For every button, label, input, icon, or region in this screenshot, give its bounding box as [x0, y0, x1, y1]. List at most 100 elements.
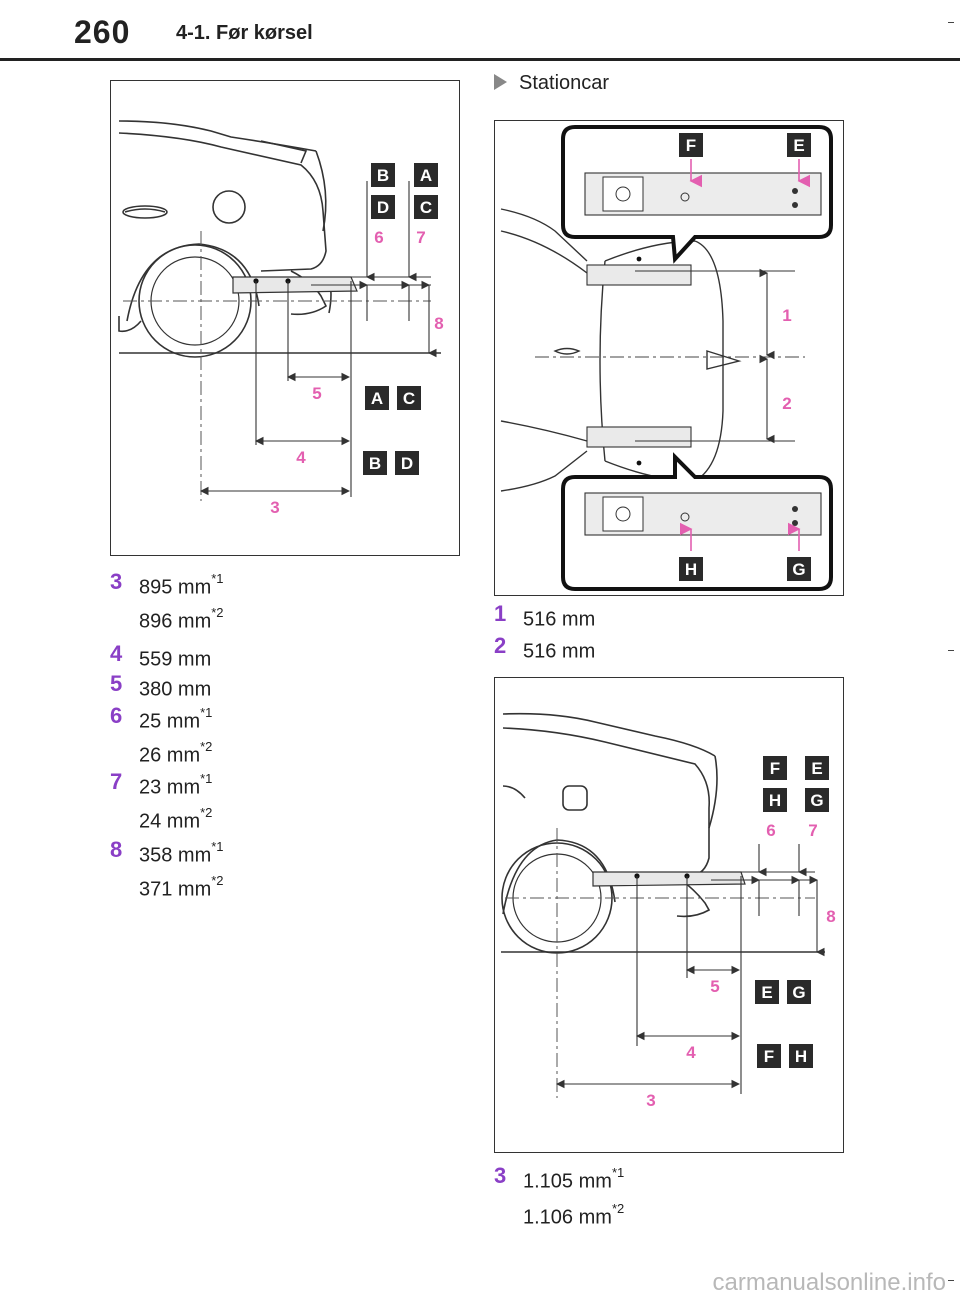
figure-hatchback-side: B A D C 6 7 8 5 4 3 A C B D	[110, 80, 460, 556]
svg-text:E: E	[761, 983, 772, 1002]
item-number: 4	[110, 641, 123, 666]
item-value: 23 mm*1	[139, 771, 213, 799]
item-value: 559 mm	[139, 648, 212, 671]
item-value: 516 mm	[523, 640, 596, 663]
label-box-d: D	[371, 195, 395, 219]
label-box-c: C	[414, 195, 438, 219]
dim-label-4: 4	[296, 448, 306, 467]
svg-text:A: A	[371, 389, 383, 408]
item-value: 25 mm*1	[139, 705, 213, 733]
dim-label-6: 6	[766, 821, 775, 840]
item-value: 371 mm*2	[139, 873, 224, 901]
dim-label-8: 8	[434, 314, 443, 333]
margin-mark	[948, 22, 954, 23]
svg-text:B: B	[377, 166, 389, 185]
dim-label-5: 5	[312, 384, 321, 403]
measurement-item: 6 25 mm*1	[110, 700, 410, 734]
label-box-h: H	[763, 788, 787, 812]
dim-label-7: 7	[416, 228, 425, 247]
label-box-h: H	[679, 557, 703, 581]
svg-text:A: A	[420, 166, 432, 185]
dim-label-6: 6	[374, 228, 383, 247]
watermark: carmanualsonline.info	[712, 1269, 946, 1296]
item-number: 7	[110, 769, 123, 794]
dim-label-3: 3	[270, 498, 279, 517]
section-title: 4-1. Før kørsel	[176, 22, 313, 44]
svg-text:F: F	[686, 136, 696, 155]
item-value: 896 mm*2	[139, 605, 224, 633]
callout-top	[561, 125, 833, 264]
item-value: 24 mm*2	[139, 805, 213, 833]
label-box-d: D	[395, 451, 419, 475]
label-box-e: E	[805, 756, 829, 780]
dim-label-8: 8	[826, 907, 835, 926]
item-value: 380 mm	[139, 678, 212, 701]
measurement-item: 1.106 mm*2	[494, 1196, 794, 1229]
label-box-a: A	[365, 386, 389, 410]
page-number: 260	[74, 14, 131, 50]
svg-text:H: H	[769, 791, 781, 810]
label-box-h: H	[789, 1044, 813, 1068]
svg-text:C: C	[420, 198, 432, 217]
svg-text:G: G	[792, 560, 805, 579]
figure-stationcar-top: F E H G 1 2	[494, 120, 844, 596]
item-value: 26 mm*2	[139, 739, 213, 767]
item-value: 358 mm*1	[139, 839, 224, 867]
header-rule	[0, 58, 960, 61]
triangle-bullet-icon	[494, 74, 507, 90]
svg-text:G: G	[810, 791, 823, 810]
item-number: 6	[110, 703, 123, 728]
subheading-text: Stationcar	[519, 72, 610, 94]
svg-text:F: F	[764, 1047, 774, 1066]
label-box-f: F	[763, 756, 787, 780]
label-box-b: B	[371, 163, 395, 187]
dim-label-7: 7	[808, 821, 817, 840]
margin-mark	[948, 650, 954, 651]
item-number: 3	[110, 569, 123, 594]
measurement-list-hatchback: 3 895 mm*1 896 mm*2 4 559 mm 5 380 mm 6 25 m…	[110, 566, 410, 901]
dim-label-2: 2	[782, 394, 791, 413]
dim-label-5: 5	[710, 977, 719, 996]
callout-bottom	[561, 452, 833, 591]
svg-text:D: D	[377, 198, 389, 217]
item-value: 1.105 mm*1	[523, 1165, 625, 1193]
measurement-item: 1 516 mm	[494, 598, 794, 631]
label-box-f: F	[757, 1044, 781, 1068]
item-value: 516 mm	[523, 608, 596, 631]
measurement-item: 4 559 mm	[110, 638, 410, 671]
measurement-item: 896 mm*2	[110, 600, 410, 638]
svg-text:G: G	[792, 983, 805, 1002]
measurement-item: 2 516 mm	[494, 630, 794, 663]
measurement-item: 24 mm*2	[110, 800, 410, 834]
item-number: 5	[110, 671, 123, 696]
dim-label-4: 4	[686, 1043, 696, 1062]
label-box-e: E	[755, 980, 779, 1004]
label-box-c: C	[397, 386, 421, 410]
label-box-g: G	[787, 980, 811, 1004]
margin-mark	[948, 1280, 954, 1281]
measurement-item: 3 895 mm*1	[110, 566, 410, 600]
svg-text:C: C	[403, 389, 415, 408]
svg-text:H: H	[795, 1047, 807, 1066]
dim-label-3: 3	[646, 1091, 655, 1110]
measurement-item: 7 23 mm*1	[110, 766, 410, 800]
label-box-b: B	[363, 451, 387, 475]
figure-stationcar-side: F E H G 6 7 8 5 4 3 E G F H	[494, 677, 844, 1153]
measurement-item: 371 mm*2	[110, 868, 410, 901]
label-box-f: F	[679, 133, 703, 157]
svg-text:D: D	[401, 454, 413, 473]
dim-label-1: 1	[782, 306, 791, 325]
measurement-item: 26 mm*2	[110, 734, 410, 767]
label-box-e: E	[787, 133, 811, 157]
item-number: 2	[494, 633, 507, 658]
label-box-a: A	[414, 163, 438, 187]
item-value: 1.106 mm*2	[523, 1201, 625, 1229]
svg-text:E: E	[793, 136, 804, 155]
label-box-g: G	[787, 557, 811, 581]
measurement-list-stationcar-width: 1 516 mm 2 516 mm	[494, 598, 794, 663]
item-number: 1	[494, 601, 507, 626]
item-value: 895 mm*1	[139, 571, 224, 599]
